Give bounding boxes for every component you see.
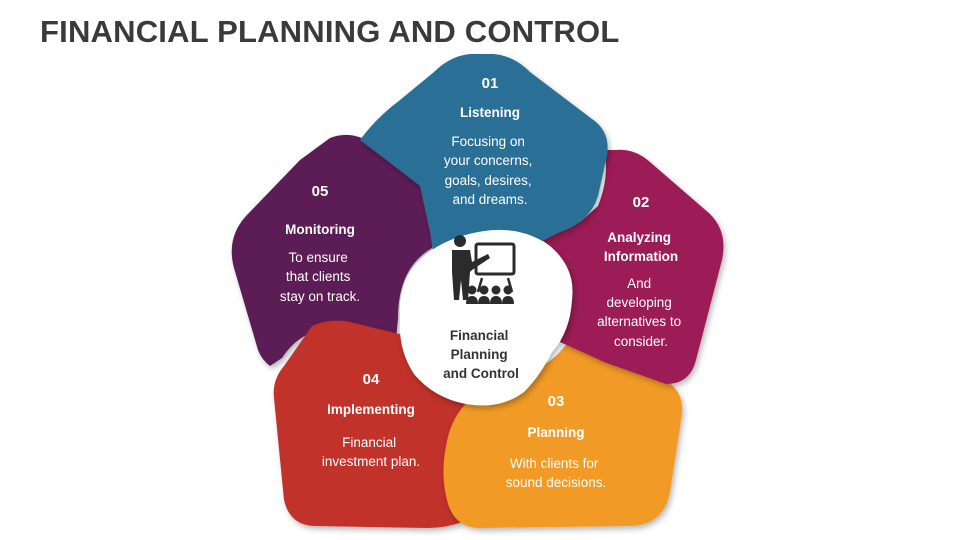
segment-description: With clients for sound decisions. — [506, 456, 607, 490]
segment-02-analyzing-information — [542, 149, 724, 384]
segment-number: 01 — [482, 75, 499, 92]
segment-title: Implementing — [327, 402, 415, 417]
segment-01-listening — [360, 54, 608, 258]
presenter-with-board-and-audience-icon — [452, 235, 516, 304]
center-label-line: Financial — [450, 328, 509, 343]
page-title: FINANCIAL PLANNING AND CONTROL — [40, 14, 620, 49]
center-label: Financial Planning and Control — [443, 328, 519, 381]
segment-title: Listening — [460, 105, 520, 120]
segment-number: 05 — [312, 183, 329, 200]
center-hub — [399, 229, 573, 406]
segment-description: Focusing on your concerns, goals, desire… — [444, 134, 536, 207]
segment-description: Financial investment plan. — [322, 435, 420, 469]
segment-number: 03 — [548, 393, 565, 410]
segment-title: Monitoring — [285, 222, 355, 237]
segment-05-monitoring — [231, 134, 437, 366]
segment-title: Analyzing Information — [604, 230, 678, 264]
segment-number: 02 — [633, 194, 650, 211]
center-label-line: and Control — [443, 366, 519, 381]
segment-description: To ensure that clients stay on track. — [280, 250, 360, 304]
segment-description: And developing alternatives to consider. — [597, 276, 685, 349]
center-label-line: Planning — [451, 347, 508, 362]
segment-title: Planning — [528, 425, 585, 440]
segment-number: 04 — [363, 371, 380, 388]
